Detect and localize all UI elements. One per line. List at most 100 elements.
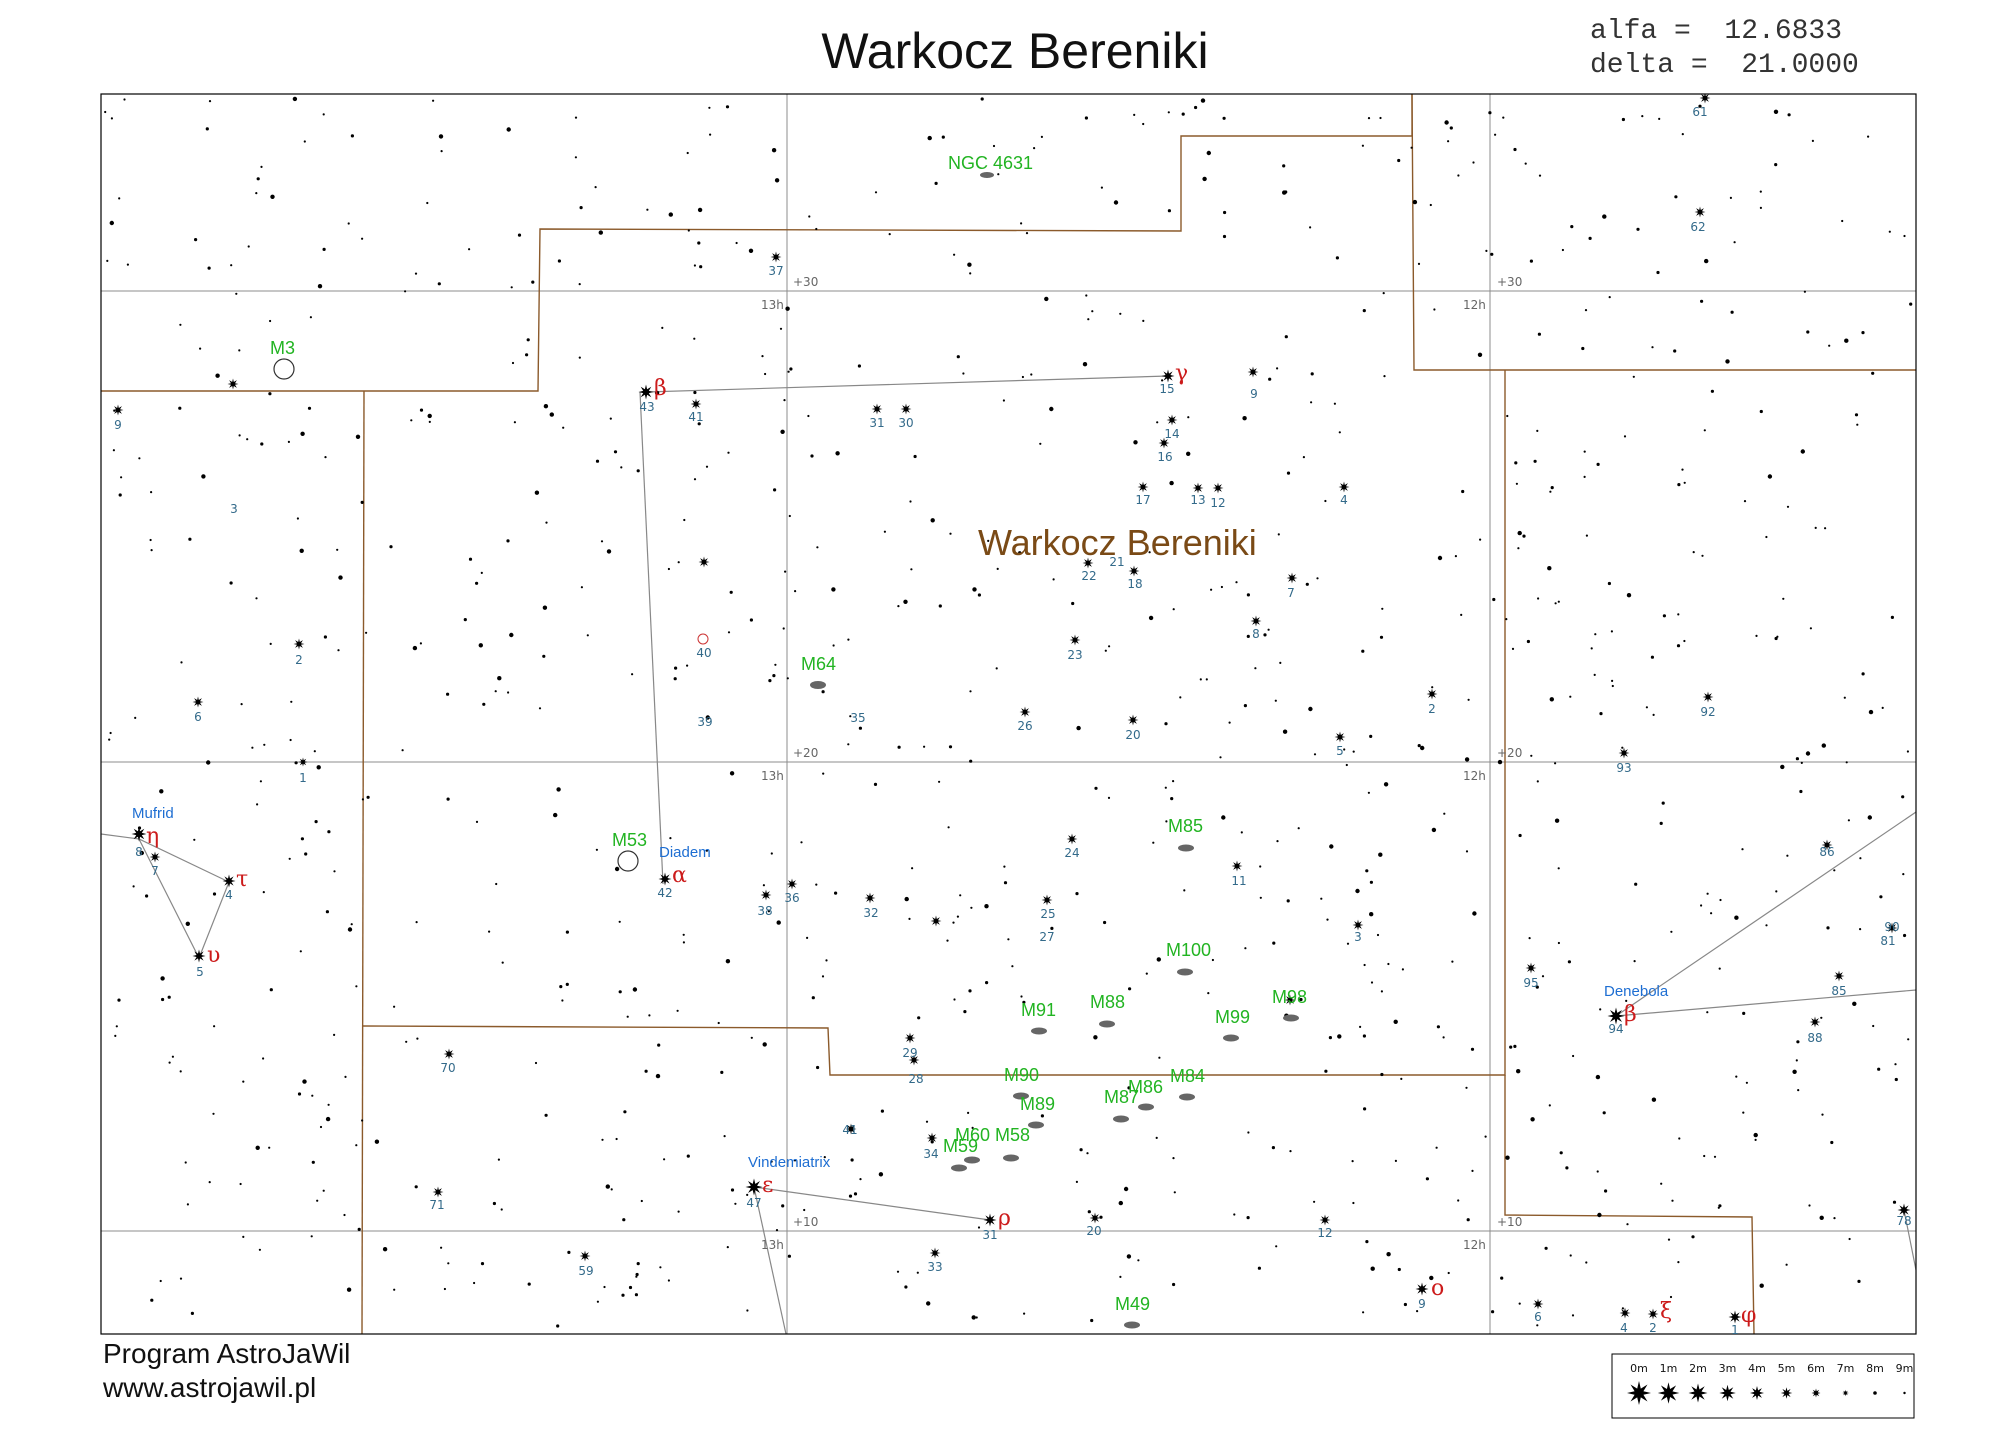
field-star xyxy=(1821,743,1827,748)
field-star xyxy=(1676,644,1681,648)
field-star xyxy=(1394,1159,1397,1162)
field-star xyxy=(580,586,584,589)
field-star xyxy=(393,1005,396,1008)
field-star xyxy=(1602,1111,1606,1115)
field-star xyxy=(1517,547,1520,550)
field-star xyxy=(1718,967,1721,970)
field-star xyxy=(644,1069,648,1073)
field-star xyxy=(1167,111,1170,114)
star-symbol xyxy=(227,378,239,390)
star-number: 1 xyxy=(299,771,307,785)
map-frame xyxy=(100,93,1917,1335)
field-star xyxy=(1403,1302,1407,1307)
star-symbol xyxy=(1019,706,1031,718)
field-star xyxy=(1608,296,1611,299)
field-star xyxy=(179,1070,182,1073)
field-star xyxy=(668,212,673,217)
field-star xyxy=(118,493,122,497)
field-star xyxy=(545,521,548,524)
field-star xyxy=(1821,1113,1824,1116)
field-star xyxy=(1660,1182,1663,1185)
field-star xyxy=(1417,744,1421,748)
bayer-letter: υ xyxy=(207,943,220,968)
field-star xyxy=(880,1109,885,1113)
field-star xyxy=(888,233,891,236)
field-star xyxy=(661,326,664,329)
field-star xyxy=(987,539,990,543)
field-star xyxy=(598,230,603,235)
field-star xyxy=(337,649,340,652)
field-star xyxy=(956,915,960,918)
field-star xyxy=(446,692,450,696)
field-star xyxy=(180,661,183,664)
field-star xyxy=(788,514,791,518)
field-star xyxy=(1800,449,1806,454)
field-star xyxy=(1308,706,1313,712)
star-number: 3 xyxy=(230,502,238,516)
legend-star-symbol xyxy=(1903,1391,1906,1395)
field-star xyxy=(1626,593,1632,598)
field-star xyxy=(333,870,336,873)
dec-readout: delta = 21.0000 xyxy=(1590,50,1859,81)
field-star xyxy=(1152,841,1155,844)
field-star xyxy=(1173,1191,1176,1194)
field-star xyxy=(850,1158,854,1162)
field-star xyxy=(314,820,318,824)
dso-label: M90 xyxy=(1004,1065,1039,1085)
field-star xyxy=(1199,678,1202,681)
field-star xyxy=(517,233,522,237)
field-star xyxy=(896,1270,900,1273)
star-symbol xyxy=(1694,206,1706,218)
field-star xyxy=(1018,551,1022,555)
field-star xyxy=(1785,1263,1788,1266)
field-star xyxy=(1754,1138,1757,1141)
field-star xyxy=(1075,892,1079,896)
field-star xyxy=(1767,474,1773,479)
field-star xyxy=(255,1145,260,1151)
field-star xyxy=(1861,672,1865,676)
field-star xyxy=(618,920,621,923)
field-star xyxy=(1161,379,1164,382)
field-star xyxy=(1186,451,1191,456)
field-star xyxy=(208,1181,211,1184)
field-star xyxy=(971,1315,976,1320)
field-star xyxy=(404,290,407,293)
field-star xyxy=(946,939,949,942)
field-star xyxy=(1843,696,1846,699)
field-star xyxy=(904,1285,908,1289)
field-star xyxy=(1156,421,1159,424)
field-star xyxy=(1164,722,1168,726)
field-star xyxy=(1536,429,1539,432)
field-star xyxy=(687,229,690,232)
field-star xyxy=(149,538,152,542)
field-star xyxy=(1346,942,1350,945)
field-star xyxy=(1535,985,1539,989)
field-star xyxy=(534,490,540,495)
field-star xyxy=(848,1194,853,1198)
field-star xyxy=(1023,1312,1026,1315)
field-star xyxy=(1079,1148,1083,1152)
field-star xyxy=(229,581,233,585)
constellation-lines xyxy=(101,375,1916,1334)
field-star xyxy=(697,241,701,245)
field-star xyxy=(1585,534,1588,537)
field-star xyxy=(260,442,264,446)
field-star xyxy=(374,1139,380,1144)
field-star xyxy=(1662,614,1666,618)
field-star xyxy=(1289,1150,1292,1153)
star-number: 8 xyxy=(1252,627,1260,641)
field-star xyxy=(1894,1063,1897,1066)
dec-label: +20 xyxy=(1497,746,1522,760)
ra-label: 13h xyxy=(761,769,784,783)
field-star xyxy=(600,540,604,543)
field-star xyxy=(1735,1075,1738,1078)
field-star xyxy=(727,631,731,634)
field-star xyxy=(438,134,444,139)
field-star xyxy=(1416,1310,1419,1313)
field-star xyxy=(1677,483,1681,487)
star-symbol xyxy=(192,949,206,963)
star-symbol xyxy=(1338,481,1350,493)
field-star xyxy=(825,959,828,962)
field-star xyxy=(184,1161,187,1164)
dso-label: M85 xyxy=(1168,816,1203,836)
